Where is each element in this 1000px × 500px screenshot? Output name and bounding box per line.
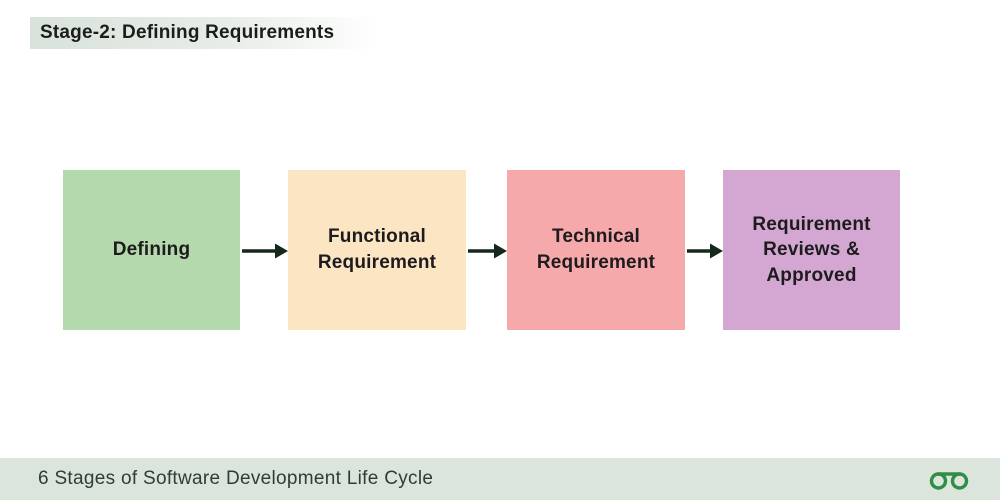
flow-arrow-1 [242,241,288,261]
stage-box-defining-label: Defining [112,239,191,261]
stage-box-functional-requirement: Functional Requirement [288,170,466,330]
stage-box-functional-requirement-label: Functional Requirement [317,226,437,273]
stage-title-banner: Stage-2: Defining Requirements [30,17,380,49]
stage-box-requirement-reviews-approved: Requirement Reviews & Approved [723,170,900,330]
geeksforgeeks-logo-icon [926,467,972,491]
stage-box-technical-requirement: Technical Requirement [507,170,685,330]
footer-caption: 6 Stages of Software Development Life Cy… [38,468,434,489]
right-arrow-icon [687,243,723,259]
stage-box-requirement-reviews-approved-label: Requirement Reviews & Approved [752,213,871,286]
right-arrow-icon [242,243,288,259]
stage-box-technical-requirement-label: Technical Requirement [536,226,656,273]
flow-arrow-3 [687,241,723,261]
right-arrow-icon [468,243,507,259]
stage-box-defining: Defining [63,170,240,330]
footer-banner: 6 Stages of Software Development Life Cy… [0,458,1000,500]
stage-title: Stage-2: Defining Requirements [40,22,335,43]
flow-arrow-2 [468,241,507,261]
